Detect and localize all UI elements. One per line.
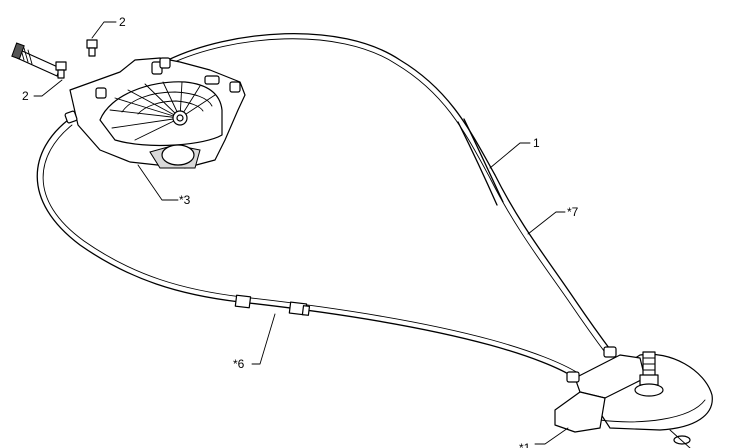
- lower-foot: [673, 435, 691, 445]
- control-mount-tabs: [64, 57, 241, 124]
- cable-ferrule-left: [234, 294, 252, 309]
- callout-bolt-left: 2: [22, 89, 29, 103]
- cable-upper-loop: [167, 33, 613, 356]
- callout-control-assembly: *3: [179, 193, 191, 207]
- callout-cable-main: 1: [533, 136, 540, 150]
- callout-cable-sheath: *7: [567, 205, 579, 219]
- callout-bolt-top: 2: [119, 15, 126, 29]
- cable-ferrule-right: [288, 301, 311, 316]
- callout-cable-lower: *6: [233, 357, 245, 371]
- cable-lower-loop: [36, 119, 579, 379]
- cable-sheath-segment: [457, 118, 504, 206]
- bolt-upper: [86, 39, 98, 57]
- callout-bottom-partial: *1: [519, 441, 531, 448]
- lower-stud: [634, 351, 664, 397]
- bolt-left: [55, 61, 67, 79]
- leader-lines: [33, 21, 691, 448]
- control-shaft: [11, 42, 61, 77]
- lower-bracket: [554, 346, 646, 433]
- control-fan-plate: [99, 81, 223, 147]
